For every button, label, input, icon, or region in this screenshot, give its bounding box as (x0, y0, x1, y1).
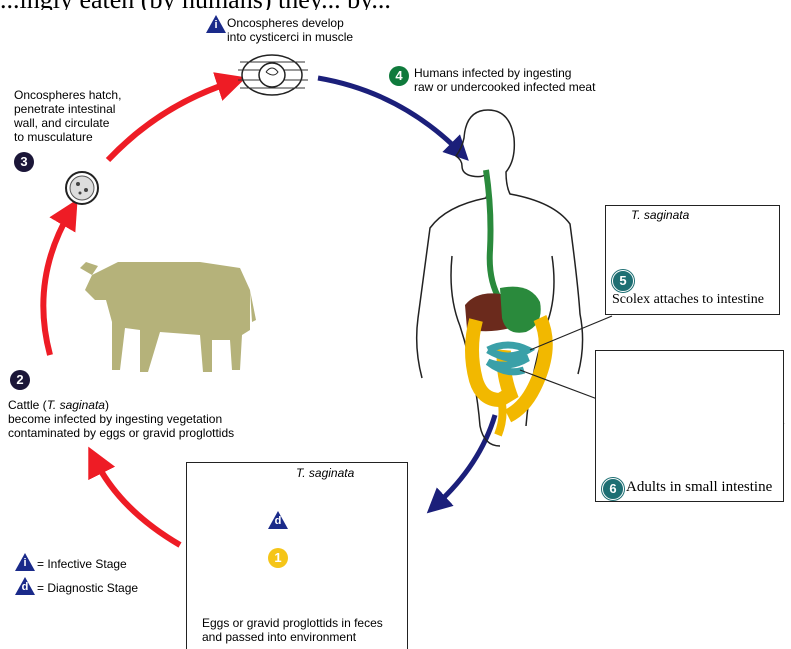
stage-3-label: Oncospheres hatch, penetrate intestinal … (14, 88, 121, 144)
legend-diagnostic-icon: d (14, 576, 36, 596)
arrow-2-to-3 (43, 212, 70, 355)
stage-i-label: Oncospheres develop into cysticerci in m… (227, 16, 353, 44)
legend-diagnostic-label: = Diagnostic Stage (37, 581, 138, 595)
cattle-icon (80, 262, 256, 372)
egg-box-title: T. saginata (296, 466, 354, 480)
stage-3-badge: 3 (14, 152, 34, 172)
stage-4-label: Humans infected by ingesting raw or unde… (414, 66, 595, 94)
oncosphere-icon (66, 172, 98, 204)
scolex-box-title: T. saginata (631, 208, 689, 222)
stage-2-badge: 2 (10, 370, 30, 390)
stage-1-badge: 1 (268, 548, 288, 568)
stage-2-label: Cattle (T. saginata) become infected by … (8, 398, 234, 440)
stage-6-badge: 6 (602, 478, 624, 500)
legend-infective-label: = Infective Stage (37, 557, 127, 571)
arrow-1-to-2 (95, 460, 180, 545)
stage-5-badge: 5 (612, 270, 634, 292)
stage-6-label: Adults in small intestine (626, 479, 772, 496)
legend-infective-icon: i (14, 552, 36, 572)
stage-4-badge: 4 (389, 66, 409, 86)
diagnostic-stage-icon: d (267, 510, 289, 530)
digestive-tract-icon (465, 170, 546, 435)
arrow-human-to-1 (436, 415, 495, 505)
arrow-3-to-i (108, 82, 232, 160)
stage-1-label: Eggs or gravid proglottids in feces and … (202, 616, 383, 644)
stage-i-infective-icon: i (205, 14, 227, 34)
stage-5-label: Scolex attaches to intestine (612, 292, 764, 308)
muscle-cysticercus-icon (238, 55, 308, 95)
